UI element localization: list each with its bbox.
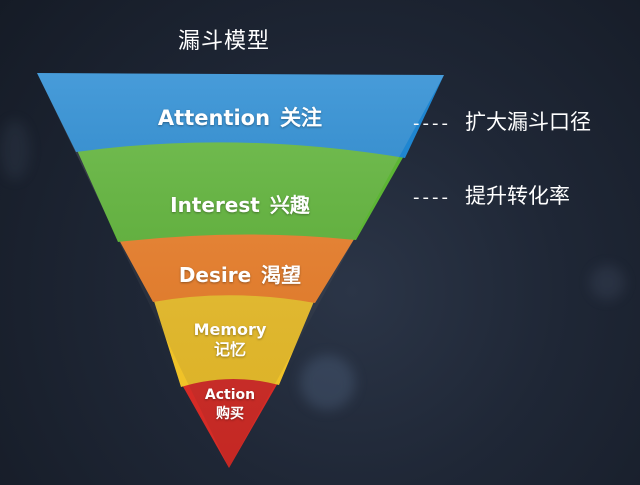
funnel-label-memory: Memory 记忆: [170, 320, 290, 360]
note-expand-funnel: ---- 扩大漏斗口径: [413, 106, 591, 136]
note-dash: ----: [413, 187, 451, 208]
label-en: Desire: [178, 263, 252, 287]
funnel-label-action: Action 购买: [180, 386, 280, 424]
note-text: 扩大漏斗口径: [464, 110, 591, 134]
funnel-label-attention: Attention 关注: [120, 102, 360, 132]
label-cn: 关注: [280, 106, 323, 130]
label-cn: 兴趣: [269, 193, 310, 217]
label-cn: 记忆: [213, 340, 246, 359]
funnel-shading: [37, 73, 444, 468]
label-en: Memory: [193, 320, 267, 339]
label-en: Action: [204, 387, 256, 403]
label-en: Interest: [170, 193, 260, 217]
note-conversion: ---- 提升转化率: [413, 180, 570, 210]
label-en: Attention: [157, 106, 271, 130]
label-cn: 渴望: [261, 263, 302, 287]
funnel-label-interest: Interest 兴趣: [120, 189, 360, 218]
label-cn: 购买: [216, 406, 244, 422]
funnel-label-desire: Desire 渴望: [120, 259, 360, 288]
note-dash: ----: [413, 113, 451, 134]
note-text: 提升转化率: [464, 184, 570, 208]
diagram-title: 漏斗模型: [178, 29, 271, 54]
